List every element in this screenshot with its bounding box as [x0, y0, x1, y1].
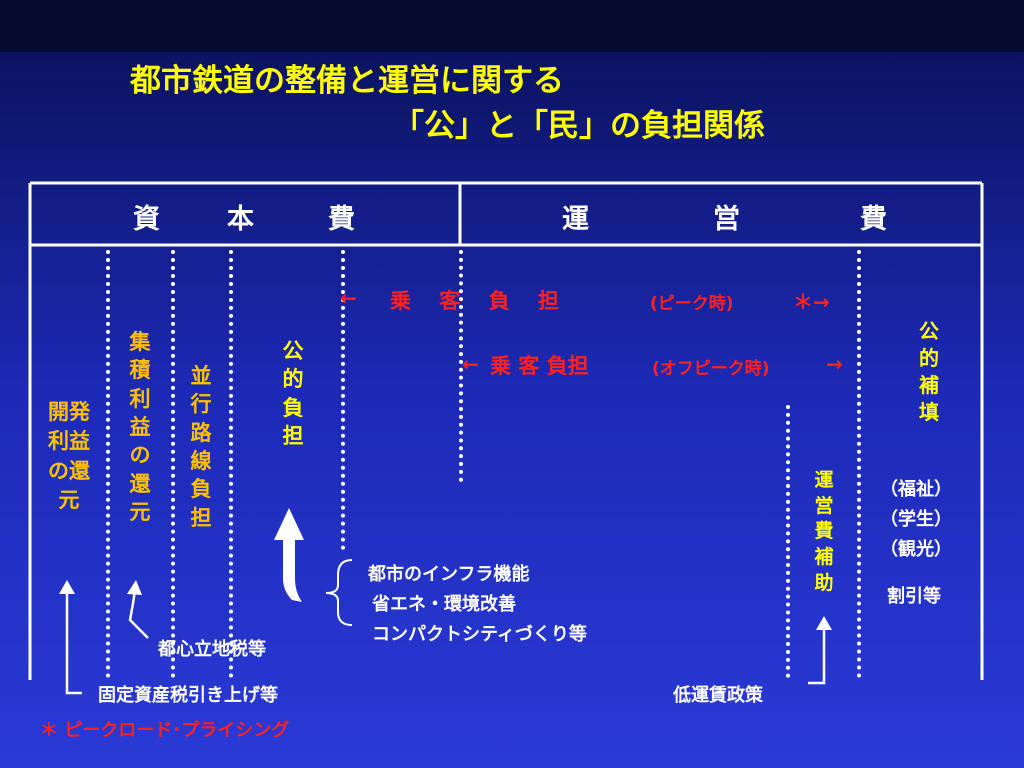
- peak-note: (ピーク時): [650, 294, 734, 314]
- offpeak-note: (オフピーク時): [652, 359, 770, 379]
- peak-right-arrow: ＊→: [793, 290, 830, 314]
- discount-etc: 割引等: [887, 586, 941, 607]
- public-burden-label: 公的負担: [282, 339, 304, 449]
- dotted-divider: [229, 250, 233, 678]
- header-capital-1: 資: [133, 204, 160, 235]
- infra-line-2: 省エネ・環境改善: [372, 594, 516, 615]
- low-fare-policy-label: 低運賃政策: [673, 685, 763, 706]
- property-tax-label: 固定資産税引き上げ等: [98, 685, 278, 706]
- dotted-divider: [459, 250, 463, 482]
- parallel-line-label: 並行路線負担: [190, 364, 212, 530]
- dotted-divider: [106, 250, 110, 678]
- offpeak-left-arrow: ←: [462, 352, 479, 376]
- title-line-1: 都市鉄道の整備と運営に関する: [130, 63, 564, 99]
- discount-welfare: （福祉）: [880, 479, 952, 500]
- header-capital-2: 本: [227, 204, 254, 235]
- development-benefit-label: 開発利益の還元: [48, 400, 90, 513]
- downtown-tax-label: 都心立地税等: [158, 639, 266, 660]
- dotted-divider: [171, 250, 175, 678]
- infra-line-3: コンパクトシティづくり等: [372, 624, 587, 645]
- discount-tourism: （観光）: [880, 539, 952, 560]
- header-operating-2: 営: [713, 204, 740, 235]
- top-bar: [0, 0, 1024, 52]
- operating-subsidy-label: 運営費補助: [814, 469, 834, 594]
- header-capital-3: 費: [328, 204, 355, 235]
- dotted-divider: [786, 405, 790, 678]
- public-compensation-label: 公的補填: [919, 319, 939, 424]
- discount-student: （学生）: [880, 509, 952, 530]
- dotted-divider: [341, 250, 345, 550]
- header-operating-3: 費: [860, 204, 887, 235]
- title-line-2: 「公」と「民」の負担関係: [393, 108, 765, 144]
- agglomeration-benefit-label: 集積利益の還元: [129, 330, 151, 525]
- header-operating-1: 運: [562, 204, 589, 235]
- dotted-divider: [857, 250, 861, 678]
- peak-passenger-burden: 乗 客 負 担: [390, 289, 559, 313]
- offpeak-right-arrow: →: [826, 352, 843, 376]
- footnote-peak-pricing: ＊ ピークロード･プライシング: [40, 720, 290, 741]
- peak-left-arrow: ←: [340, 286, 357, 310]
- offpeak-passenger-burden: 乗 客 負担: [490, 354, 589, 378]
- infra-line-1: 都市のインフラ機能: [368, 564, 530, 585]
